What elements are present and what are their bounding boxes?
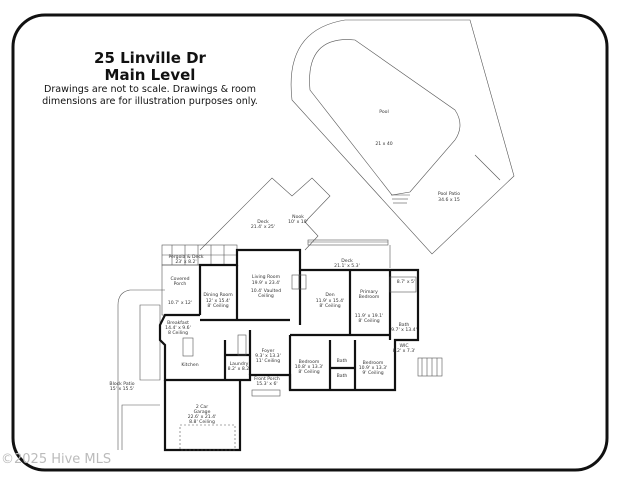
nook-label: Nook bbox=[292, 214, 304, 220]
den-ceiling: 8' Ceiling bbox=[319, 303, 340, 309]
laundry-label: Laundry bbox=[230, 361, 249, 367]
pool-patio-label: Pool Patio bbox=[438, 191, 460, 197]
bedroom3-dims: 10.9' x 13.3' bbox=[359, 365, 388, 371]
pool-patio-dims: 34.6 x 15 bbox=[438, 197, 460, 203]
pergola-dims: 23' x 8.2' bbox=[175, 259, 196, 265]
foyer-ceiling: 11' Ceiling bbox=[256, 358, 280, 364]
disclaimer-line-2: dimensions are for illustration purposes… bbox=[42, 96, 258, 107]
frame-border bbox=[11, 13, 609, 472]
bedroom2-dims: 10.8' x 13.3' bbox=[295, 364, 324, 370]
garage-label-2: Garage bbox=[194, 409, 211, 415]
dining-dims: 12' x 15.4' bbox=[206, 298, 230, 304]
deck-small-label: Deck bbox=[341, 258, 353, 264]
closet-dims: 8.7' x 5' bbox=[397, 279, 415, 285]
deck-outline bbox=[199, 177, 331, 251]
deck-dims: 21.4' x 25' bbox=[251, 224, 275, 230]
address-title: 25 Linville Dr bbox=[94, 49, 207, 67]
watermark: ©2025 Hive MLS bbox=[1, 452, 111, 467]
living-label: Living Room bbox=[252, 274, 281, 280]
garage-label: 2 Car bbox=[196, 404, 208, 410]
living-ceiling: 10.4' Vaulted bbox=[251, 288, 281, 294]
front-porch-label: Front Porch bbox=[254, 376, 280, 382]
primary-bath-dims: 9.7' x 13.4' bbox=[391, 327, 417, 333]
breakfast-dims: 14.4' x 9.6' bbox=[165, 325, 191, 331]
wic-label: WIC bbox=[399, 343, 408, 349]
deck-stairs bbox=[307, 239, 391, 268]
block-patio-dims: 15' x 15.5' bbox=[110, 386, 134, 392]
fixtures bbox=[179, 274, 443, 451]
den-dims: 11.9' x 15.4' bbox=[316, 298, 345, 304]
patio-walk bbox=[139, 304, 161, 381]
bath-a-label: Bath bbox=[337, 358, 348, 364]
foyer-label: Foyer bbox=[262, 348, 275, 354]
pergola-label: Pergola & Deck bbox=[168, 254, 203, 260]
nook-dims: 10' x 10' bbox=[288, 219, 308, 225]
foyer-dims: 9.3' x 13.3' bbox=[255, 353, 281, 359]
pool-label: Pool bbox=[379, 109, 389, 115]
living-dims: 19.9' x 23.4' bbox=[252, 280, 281, 286]
room-labels: Pool 21 x 40 Pool Patio 34.6 x 15 Deck 2… bbox=[109, 109, 460, 425]
primary-bath-label: Bath bbox=[399, 322, 410, 328]
house-walls bbox=[158, 248, 420, 452]
level-title: Main Level bbox=[105, 66, 196, 84]
disclaimer-line-1: Drawings are not to scale. Drawings & ro… bbox=[44, 84, 256, 95]
pool-dims: 21 x 40 bbox=[375, 141, 392, 147]
front-porch-dims: 15.3' x 6' bbox=[256, 381, 277, 387]
bedroom2-label: Bedroom bbox=[299, 359, 320, 365]
block-patio-label: Block Patio bbox=[109, 381, 134, 387]
bedroom3-ceiling: 9' Ceiling bbox=[362, 370, 383, 376]
bedroom3-label: Bedroom bbox=[363, 360, 384, 366]
dining-label: Dining Room bbox=[203, 292, 233, 298]
breakfast-ceiling: 8 Ceiling bbox=[168, 330, 188, 336]
garage-ceiling: 8.8' Ceiling bbox=[189, 419, 215, 425]
den-label: Den bbox=[325, 292, 334, 298]
laundry-dims: 8.2' x 8.2' bbox=[228, 366, 251, 372]
pool-patio-edge bbox=[474, 154, 501, 181]
kitchen-label: Kitchen bbox=[181, 362, 198, 368]
pool-outline bbox=[309, 39, 461, 196]
wic-dims: 8.2' x 7.3' bbox=[393, 348, 416, 354]
garage-dims: 22.6' x 21.4' bbox=[188, 414, 217, 420]
living-ceiling-2: Ceiling bbox=[258, 293, 274, 299]
primary-label-2: Bedroom bbox=[359, 294, 380, 300]
bath-b-label: Bath bbox=[337, 373, 348, 379]
primary-ceiling: 8' Ceiling bbox=[358, 318, 379, 324]
primary-dims: 11.9' x 19.1' bbox=[355, 313, 384, 319]
breakfast-label: Breakfast bbox=[167, 320, 189, 326]
deck-small-dims: 21.1' x 5.3' bbox=[334, 263, 360, 269]
pool-patio-outline bbox=[290, 19, 515, 255]
covered-porch-label: Covered bbox=[170, 276, 189, 282]
bedroom2-ceiling: 8' Ceiling bbox=[298, 369, 319, 375]
pool-steps bbox=[391, 194, 410, 204]
covered-porch-dims: 10.7' x 12' bbox=[168, 300, 192, 306]
covered-porch-label-2: Porch bbox=[174, 281, 187, 287]
block-patio-outline bbox=[117, 289, 165, 450]
primary-label: Primary bbox=[360, 289, 378, 295]
dining-ceiling: 8' Ceiling bbox=[207, 303, 228, 309]
deck-label: Deck bbox=[257, 219, 269, 225]
